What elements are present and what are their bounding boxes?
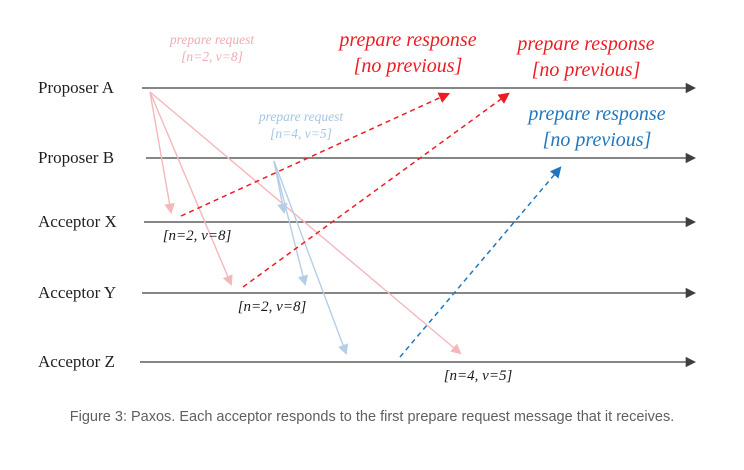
figure-caption: Figure 3: Paxos. Each acceptor responds … [69,409,675,425]
lane-label-acceptor-x: Acceptor X [38,212,117,231]
prepare-response-z-detail: [no previous] [542,129,652,151]
prepare-response-z-title: prepare response [528,103,666,125]
lane-label-proposer-b: Proposer B [38,148,115,167]
prepare-response-x-detail: [no previous] [353,55,463,77]
arrow-request-b-to-y [273,160,309,287]
annotation-prepare-response-z: prepare response [no previous] [528,101,665,153]
arrow-response-x-to-a [180,92,451,217]
arrow-response-z-to-b [399,166,562,358]
annotation-prepare-request-a: prepare request [n=2, v=8] [170,31,254,65]
prepare-response-y-title: prepare response [517,33,655,55]
arrow-request-a-to-z [149,91,462,355]
paxos-diagram-canvas [140,82,697,368]
prepare-request-a-detail: [n=2, v=8] [181,49,243,64]
accepted-value-z: [n=4, v=5] [443,368,513,384]
prepare-response-y-detail: [no previous] [531,59,641,81]
lane-label-acceptor-y: Acceptor Y [38,283,117,302]
prepare-request-b-title: prepare request [258,109,344,124]
arrow-request-a-to-x [149,91,175,215]
annotation-prepare-response-x: prepare response [no previous] [339,27,476,79]
lane-label-acceptor-z: Acceptor Z [38,352,115,371]
annotation-prepare-request-b: prepare request [n=4, v=5] [259,108,343,142]
prepare-request-a-title: prepare request [169,32,255,47]
arrow-response-y-to-a [242,92,510,288]
lane-label-proposer-a: Proposer A [38,78,115,97]
arrow-request-b-to-z [273,160,348,355]
arrow-request-a-to-y [149,91,233,286]
prepare-request-b-detail: [n=4, v=5] [270,126,332,141]
accepted-value-y: [n=2, v=8] [237,299,307,315]
accepted-value-x: [n=2, v=8] [162,228,232,244]
prepare-response-x-title: prepare response [339,29,477,51]
annotation-prepare-response-y: prepare response [no previous] [517,31,654,83]
